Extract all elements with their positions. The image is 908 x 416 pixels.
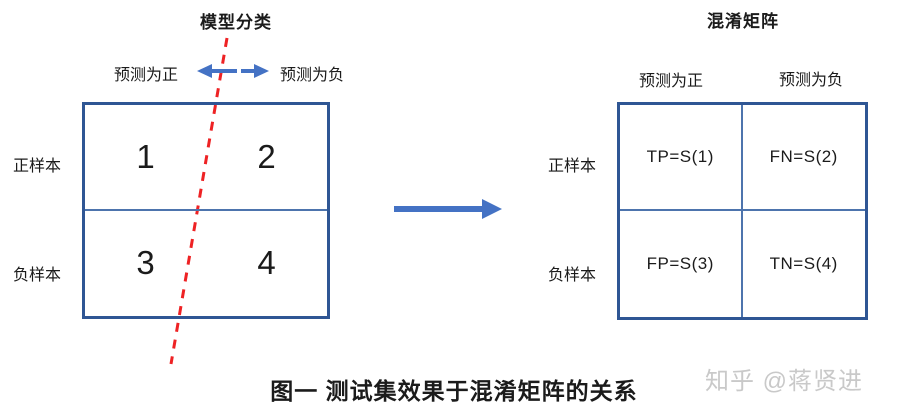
- confusion-cell-fn: FN=S(2): [742, 105, 865, 211]
- transform-arrow-icon: [394, 199, 502, 219]
- left-panel-title: 模型分类: [200, 13, 272, 32]
- split-right-arrow-icon: [241, 64, 269, 78]
- confusion-cell-tn: TN=S(4): [769, 254, 838, 273]
- left-col-header-pred-positive: 预测为正: [114, 67, 179, 84]
- split-left-arrow-icon: [197, 64, 237, 78]
- right-row-label-negative-sample: 负样本: [548, 267, 597, 284]
- classification-box: 1 2 3 4: [82, 102, 330, 319]
- right-col-header-pred-negative: 预测为负: [778, 72, 843, 89]
- zhihu-watermark: 知乎 @蒋贤进: [705, 368, 864, 395]
- right-panel-title: 混淆矩阵: [707, 12, 779, 31]
- right-row-label-positive-sample: 正样本: [548, 158, 597, 175]
- left-col-header-pred-negative: 预测为负: [280, 67, 345, 84]
- classification-cell-1: 1: [85, 105, 206, 211]
- confusion-cell-tp: TP=S(1): [620, 105, 743, 211]
- left-row-label-positive-sample: 正样本: [13, 158, 62, 175]
- confusion-cell-fp: FP=S(3): [620, 211, 743, 317]
- confusion-matrix-box: TP=S(1) FN=S(2) FP=S(3) TN=S(4): [617, 102, 868, 320]
- figure-caption: 图一 测试集效果于混淆矩阵的关系: [270, 378, 638, 404]
- classification-cell-3: 3: [136, 244, 155, 282]
- classification-cell-2: 2: [206, 105, 327, 211]
- classification-cell-4: 4: [257, 244, 276, 282]
- left-row-label-negative-sample: 负样本: [13, 267, 62, 284]
- right-col-header-pred-positive: 预测为正: [638, 73, 703, 90]
